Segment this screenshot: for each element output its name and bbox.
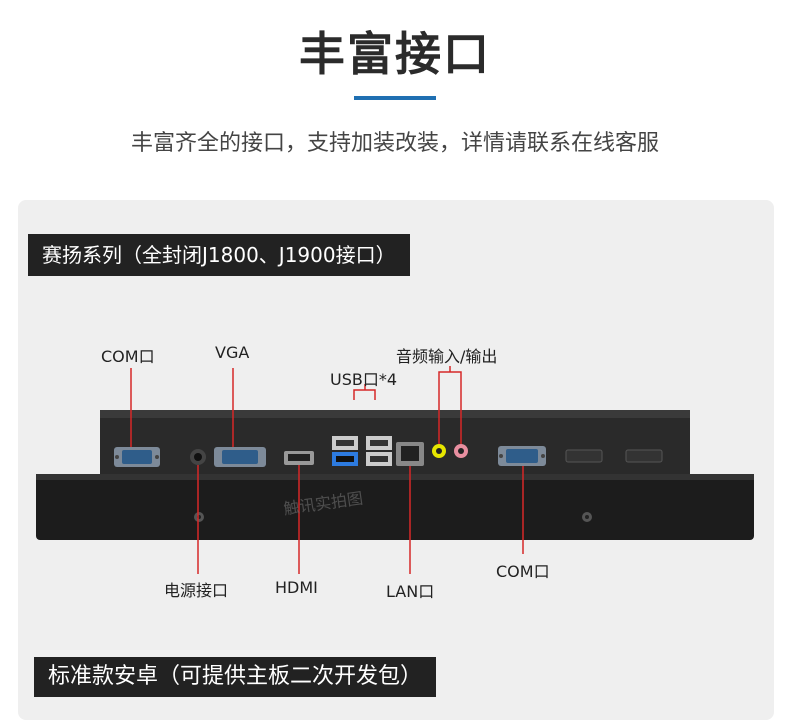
label-vga: VGA — [215, 343, 250, 362]
label-audio: 音频输入/输出 — [396, 347, 498, 366]
title-underline — [354, 96, 436, 100]
vga-port-icon — [214, 447, 266, 467]
power-jack-icon — [190, 449, 206, 465]
page-subtitle: 丰富齐全的接口，支持加装改装，详情请联系在线客服 — [130, 131, 659, 156]
hdmi-port-icon — [284, 451, 314, 465]
device-front-bezel — [36, 474, 754, 540]
page-title: 丰富接口 — [299, 27, 491, 81]
device-back-housing — [100, 410, 690, 480]
label-lan: LAN口 — [386, 582, 435, 601]
label-hdmi: HDMI — [275, 578, 318, 597]
section-tag-android: 标准款安卓（可提供主板二次开发包） — [34, 657, 437, 697]
audio-jack-pink-icon — [454, 444, 468, 458]
label-usb: USB口*4 — [330, 370, 398, 389]
label-com-bottom: COM口 — [496, 562, 550, 581]
usb-ports-icon — [332, 436, 392, 466]
com-port-right-icon — [498, 446, 546, 466]
pointer-lines — [130, 366, 524, 574]
com-port-left-icon — [114, 447, 160, 467]
label-power: 电源接口 — [164, 581, 229, 600]
section-tag-celeron: 赛扬系列（全封闭J1800、J1900接口） — [28, 234, 410, 276]
lan-port-icon — [396, 442, 424, 466]
covered-ports-icon — [565, 449, 663, 463]
label-com-top: COM口 — [101, 347, 155, 366]
audio-jack-green-icon — [432, 444, 446, 458]
